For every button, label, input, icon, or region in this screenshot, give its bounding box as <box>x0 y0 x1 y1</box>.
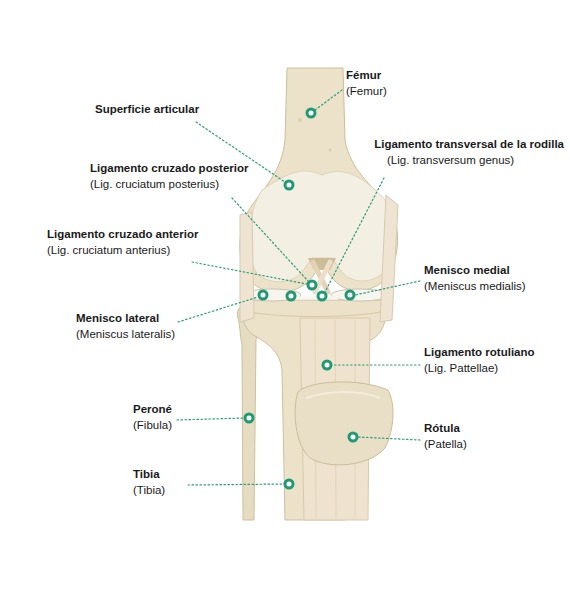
latin-name: (Fibula) <box>133 418 172 432</box>
latin-name: (Meniscus lateralis) <box>76 327 175 341</box>
leader-lines <box>177 418 244 420</box>
part-name: Ligamento cruzado posterior <box>90 161 248 175</box>
part-name: Menisco lateral <box>76 311 159 325</box>
patella-bone <box>306 392 380 398</box>
femur-bone <box>298 118 302 122</box>
latin-name: (Lig. cruciatum posterius) <box>90 177 219 191</box>
callout-dots <box>346 291 354 299</box>
patella-bone <box>295 382 393 465</box>
callout-dots <box>349 433 357 441</box>
part-name: Tibia <box>133 467 160 481</box>
part-name: Peroné <box>133 402 172 416</box>
latin-name: (Tibia) <box>133 483 165 497</box>
callout-dots <box>308 281 316 289</box>
menisci <box>295 297 338 300</box>
latin-name: (Femur) <box>346 84 387 98</box>
part-name: Fémur <box>346 68 381 82</box>
leader-lines <box>188 484 284 485</box>
patella-bone <box>295 382 393 465</box>
femur-bone <box>240 68 398 292</box>
callout-dots <box>245 109 357 488</box>
part-name: Rótula <box>424 421 460 435</box>
femur-bone <box>240 68 398 292</box>
collateral-ligaments <box>240 212 254 322</box>
callout-dots <box>318 292 326 300</box>
femur-bone <box>329 149 332 152</box>
latin-name: (Patella) <box>424 437 467 451</box>
leader-lines <box>178 297 258 322</box>
leader-lines <box>192 262 307 284</box>
leader-lines <box>332 364 420 365</box>
part-name: Superficie articular <box>95 102 199 116</box>
menisci <box>331 289 389 301</box>
latin-name: (Meniscus medialis) <box>424 279 526 293</box>
part-name: Ligamento transversal de la rodilla <box>374 137 564 151</box>
leader-lines <box>315 90 342 110</box>
leader-lines <box>355 281 420 295</box>
collateral-ligaments <box>240 195 398 322</box>
part-name: Ligamento cruzado anterior <box>47 227 198 241</box>
menisci <box>243 289 389 301</box>
part-name: Ligamento rotuliano <box>424 345 535 359</box>
leader-lines <box>232 198 308 281</box>
collateral-ligaments <box>380 195 398 322</box>
callout-dots <box>245 414 253 422</box>
callout-dots <box>259 291 267 299</box>
callout-dots <box>285 181 293 189</box>
leader-lines <box>358 437 420 440</box>
callout-dots <box>323 361 331 369</box>
callout-dots <box>287 292 295 300</box>
tibia-bone <box>250 312 380 317</box>
cruciate-ligaments <box>315 262 330 292</box>
latin-name: (Lig. cruciatum anterius) <box>47 243 170 257</box>
latin-name: (Lig. transversum genus) <box>387 153 514 167</box>
femur-bone <box>249 171 392 282</box>
latin-name: (Lig. Pattellae) <box>424 361 498 375</box>
leader-lines <box>325 178 384 292</box>
part-name: Menisco medial <box>424 263 510 277</box>
callout-dots <box>285 480 293 488</box>
callout-dots <box>307 109 315 117</box>
